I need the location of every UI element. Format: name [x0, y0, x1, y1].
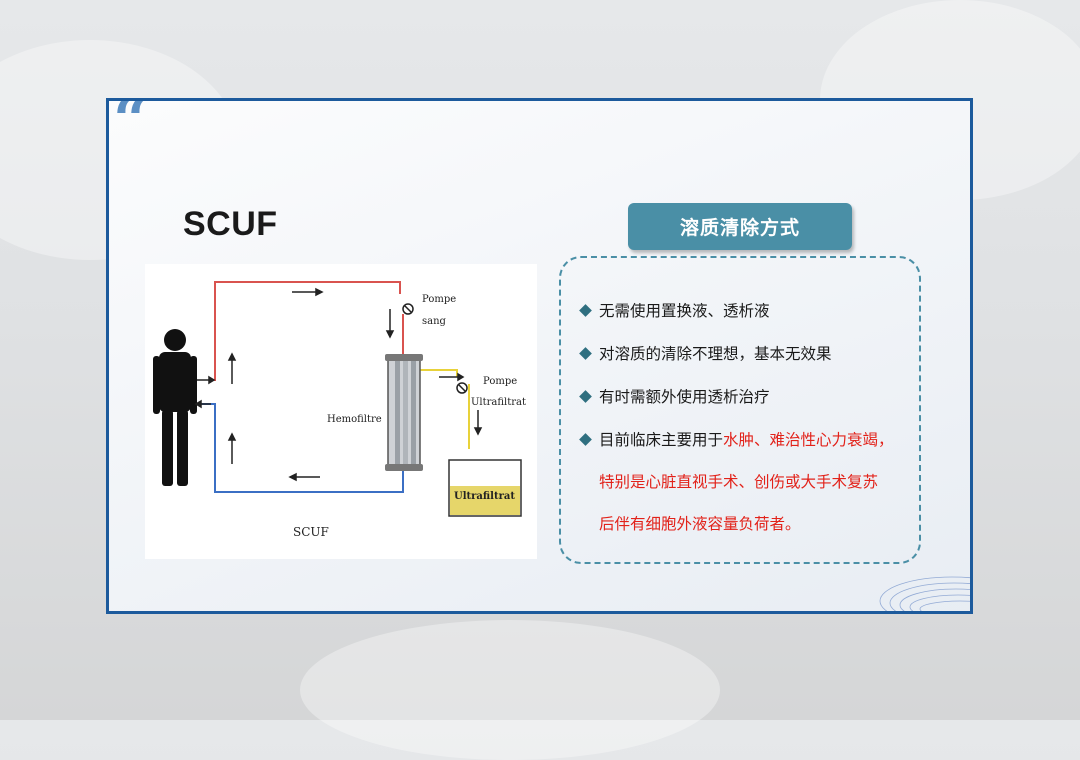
slide: “ SCUF: [106, 98, 973, 614]
hemofilter-label: Hemofiltre: [327, 414, 382, 425]
list-item: 有时需额外使用透析治疗: [579, 387, 929, 408]
diagram-caption: SCUF: [293, 525, 329, 539]
hemofilter-icon: [385, 354, 423, 471]
list-item: 目前临床主要用于水肿、难治性心力衰竭， 特别是心脏直视手术、创伤或大手术复苏 后…: [579, 430, 929, 535]
quote-mark-icon: “: [113, 98, 149, 156]
highlight-line-1: 特别是心脏直视手术、创伤或大手术复苏: [599, 473, 879, 491]
swirl-decoration-icon: [879, 576, 970, 611]
pump-blood-label-1: Pompe: [422, 294, 456, 305]
highlight-line-2: 后伴有细胞外液容量负荷者。: [599, 515, 801, 533]
list-item: 对溶质的清除不理想，基本无效果: [579, 344, 929, 365]
ultrafiltrate-line: [420, 369, 458, 377]
bullet-list: 无需使用置换液、透析液 对溶质的清除不理想，基本无效果 有时需额外使用透析治疗 …: [579, 301, 929, 535]
slide-title: SCUF: [183, 205, 278, 243]
pump-blood-label-2: sang: [422, 316, 447, 327]
highlight-text: 水肿、难治性心力衰竭，: [723, 431, 894, 449]
pump-uf-label-2: Ultrafiltrat: [471, 397, 526, 408]
pump-icon: [402, 303, 414, 315]
info-panel: [559, 256, 921, 564]
ultrafiltrate-label: Ultrafiltrat: [454, 491, 515, 502]
person-icon: [153, 329, 197, 486]
scuf-diagram: Pompe sang Hemofiltre Pompe Ultrafiltrat: [145, 264, 537, 559]
pump-uf-label-1: Pompe: [483, 376, 517, 387]
solute-clearance-tab: 溶质清除方式: [628, 203, 852, 250]
pump-icon: [456, 382, 468, 394]
list-item: 无需使用置换液、透析液: [579, 301, 929, 322]
arterial-line: [212, 281, 401, 381]
ultrafiltrate-container: [448, 459, 522, 517]
